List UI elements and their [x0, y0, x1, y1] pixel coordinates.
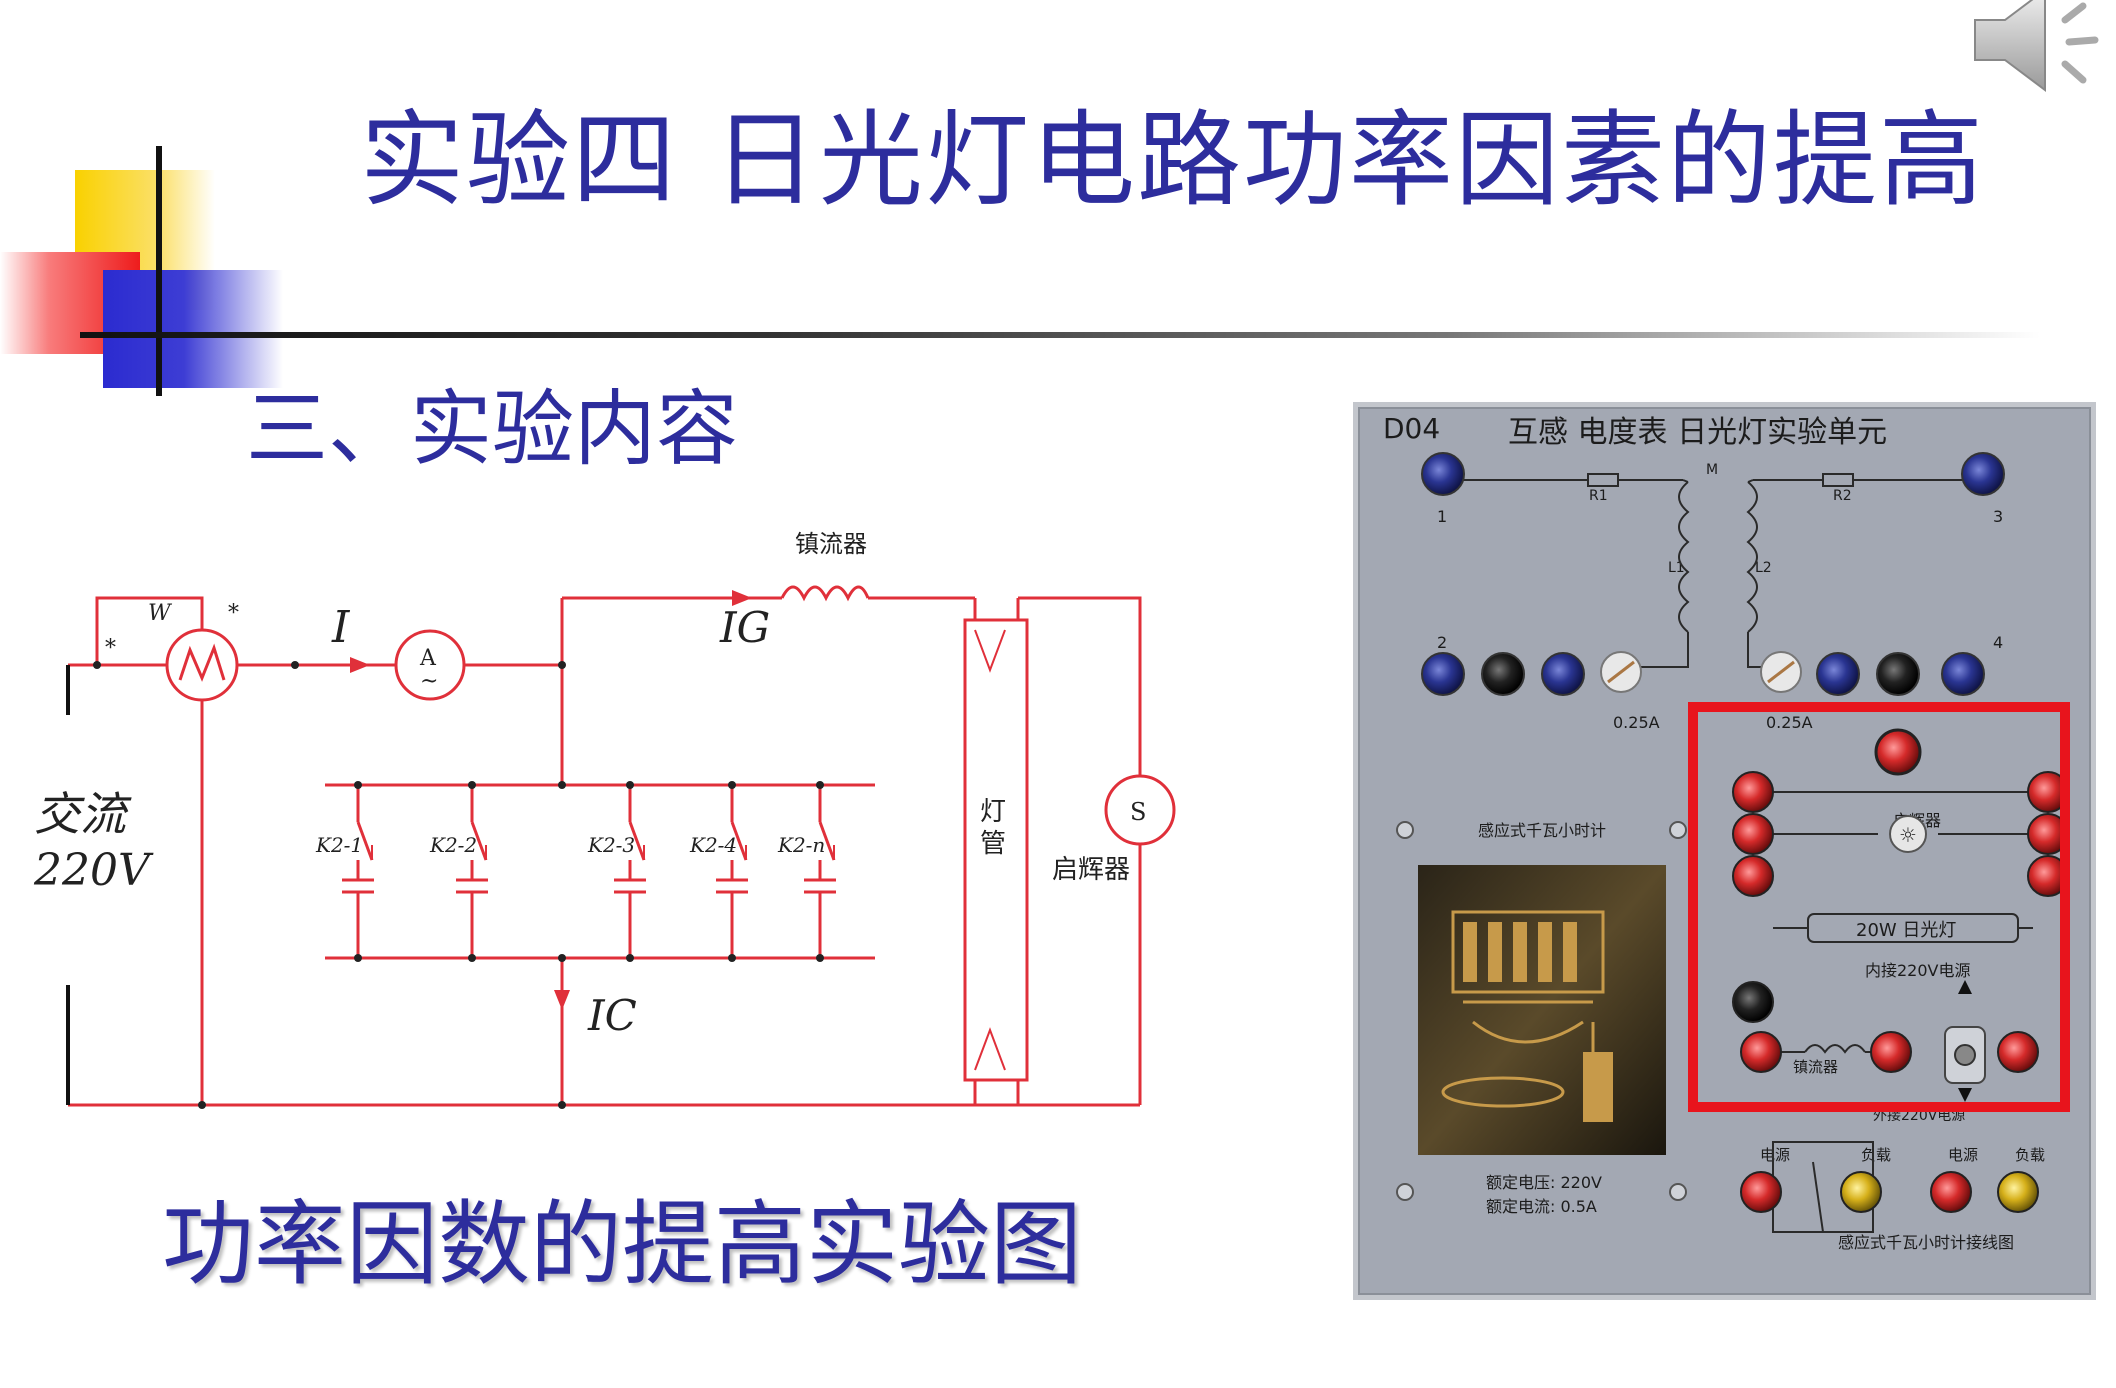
conn-power-b: 电源	[1948, 1146, 1978, 1164]
slide-title: 实验四 日光灯电路功率因素的提高	[360, 99, 1986, 221]
svg-text:*: *	[105, 636, 116, 661]
starter-label: 启辉器	[1052, 855, 1130, 885]
decor-vertical-line	[156, 146, 162, 396]
terminal-jack[interactable]	[1740, 1171, 1782, 1213]
terminal-jack[interactable]	[1870, 1031, 1912, 1073]
svg-text:☼: ☼	[1899, 823, 1917, 847]
junction-dot	[626, 781, 634, 789]
switch-label: K2-1	[315, 833, 363, 857]
panel-label-l1: L1	[1668, 560, 1685, 576]
capacitor-branch	[804, 785, 836, 958]
circuit-diagram: 镇流器 IG W * * I A ~ IC 交流 220V 灯 管 S 启辉器 …	[20, 530, 1190, 1130]
ammeter-label: A	[419, 646, 437, 671]
wiring-caption: 感应式千瓦小时计接线图	[1838, 1233, 2014, 1252]
meter-rated-current: 额定电流: 0.5A	[1486, 1197, 1597, 1216]
junction-dot	[626, 954, 634, 962]
decor-square-blue	[103, 270, 283, 388]
terminal-jack[interactable]	[1997, 1031, 2039, 1073]
starter-symbol: S	[1130, 798, 1146, 826]
terminal-3: 3	[1993, 507, 2003, 526]
junction-dot	[816, 954, 824, 962]
panel-model: D04	[1383, 412, 1440, 445]
terminal-jack[interactable]	[1732, 771, 1774, 813]
switch-label: K2-n	[777, 833, 825, 857]
switch-label: K2-2	[429, 833, 477, 857]
ballast-label: 镇流器	[795, 530, 867, 558]
terminal-jack[interactable]	[1997, 1171, 2039, 1213]
terminal-jack[interactable]	[1941, 652, 1985, 696]
conn-load-b: 负载	[2015, 1146, 2045, 1164]
capacitor-branch	[614, 785, 646, 958]
terminal-jack[interactable]	[1876, 652, 1920, 696]
diagram-caption: 功率因数的提高实验图	[162, 1191, 1083, 1298]
switch-label: K2-4	[689, 833, 737, 857]
terminal-jack[interactable]	[1481, 652, 1525, 696]
panel-label-r1: R1	[1589, 488, 1608, 504]
svg-text:*: *	[228, 601, 239, 626]
terminal-jack[interactable]	[1740, 1031, 1782, 1073]
terminal-jack[interactable]	[1816, 652, 1860, 696]
lamp-label-2: 管	[980, 829, 1006, 859]
terminal-jack[interactable]	[1732, 813, 1774, 855]
panel-label-m: M	[1706, 462, 1718, 478]
terminal-jack[interactable]	[1732, 981, 1774, 1023]
capacitor-branch	[456, 785, 488, 958]
terminal-jack[interactable]	[1421, 652, 1465, 696]
conn-power-a: 电源	[1760, 1146, 1790, 1164]
panel-label-l2: L2	[1755, 560, 1772, 576]
junction-dot	[468, 781, 476, 789]
junction-dot	[816, 781, 824, 789]
terminal-2: 2	[1437, 633, 1447, 652]
wattmeter-label: W	[148, 601, 173, 626]
terminal-jack[interactable]	[1541, 652, 1585, 696]
junction-dot	[354, 781, 362, 789]
section-heading: 三、实验内容	[246, 382, 739, 477]
panel-power-in-label: 内接220V电源	[1865, 961, 1971, 980]
meter-rated-voltage: 额定电压: 220V	[1486, 1173, 1602, 1192]
experiment-panel-photo: D04 互感 电度表 日光灯实验单元 M R1 R2 L1 L2 1 2 3 4…	[1353, 402, 2096, 1300]
capacitor-branch	[716, 785, 748, 958]
speaker-icon[interactable]	[1965, 0, 2115, 100]
panel-lamp-label: 20W 日光灯	[1856, 920, 1956, 941]
conn-load-a: 负载	[1861, 1146, 1891, 1164]
panel-ballast-label: 镇流器	[1793, 1058, 1838, 1076]
terminal-jack[interactable]	[1732, 855, 1774, 897]
current-ic-label: IC	[587, 991, 637, 1040]
source-label-ac: 交流	[34, 787, 132, 841]
current-i-label: I	[331, 602, 351, 653]
title-underline	[80, 332, 2040, 338]
svg-text:~: ~	[420, 669, 438, 694]
fuse-right-rating: 0.25A	[1766, 713, 1813, 732]
junction-dot	[468, 954, 476, 962]
source-label-voltage: 220V	[33, 845, 154, 896]
current-ig-label: IG	[719, 603, 770, 652]
terminal-jack[interactable]	[1421, 452, 1465, 496]
switch-label: K2-3	[587, 833, 635, 857]
terminal-jack[interactable]	[1840, 1171, 1882, 1213]
junction-dot	[728, 781, 736, 789]
panel-label-r2: R2	[1833, 488, 1852, 504]
terminal-1: 1	[1437, 507, 1447, 526]
lamp-label-1: 灯	[980, 797, 1006, 827]
fuse-left-rating: 0.25A	[1613, 713, 1660, 732]
highlight-box	[1688, 702, 2070, 1112]
junction-dot	[728, 954, 736, 962]
panel-title: 互感 电度表 日光灯实验单元	[1508, 415, 1887, 450]
junction-dot	[354, 954, 362, 962]
terminal-4: 4	[1993, 633, 2003, 652]
terminal-jack[interactable]	[1961, 452, 2005, 496]
meter-title: 感应式千瓦小时计	[1478, 821, 1606, 840]
capacitor-branch	[342, 785, 374, 958]
terminal-jack[interactable]	[1930, 1171, 1972, 1213]
